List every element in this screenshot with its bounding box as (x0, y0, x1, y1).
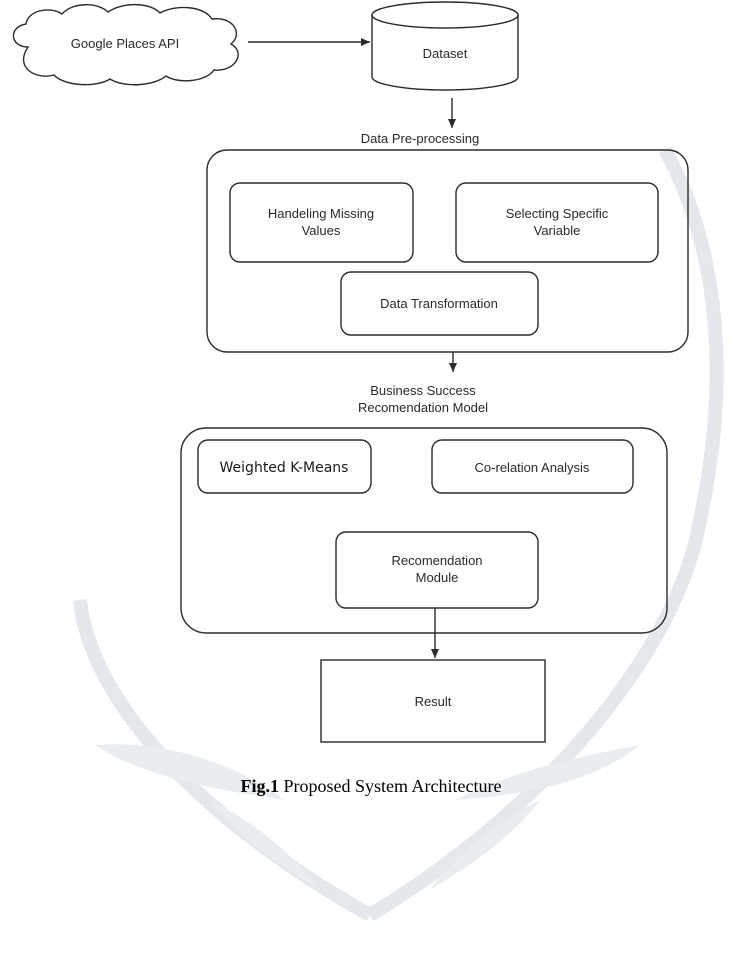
result-label: Result (415, 694, 452, 709)
data-transformation-box (340, 271, 539, 336)
caption-label: Fig.1 (240, 776, 280, 796)
missing-values-box (229, 182, 414, 263)
weighted-kmeans-label: Weighted K-Means (220, 460, 349, 476)
model-container (180, 427, 668, 634)
result-box (320, 659, 546, 743)
figure-caption: Fig.1 Proposed System Architecture (0, 776, 742, 797)
source-label: Google Places API (71, 36, 179, 51)
caption-text: Proposed System Architecture (283, 776, 502, 796)
correlation-box (431, 439, 634, 494)
dataset-label: Dataset (423, 46, 468, 61)
preprocessing-container (206, 149, 689, 353)
data-transformation-label: Data Transformation (380, 296, 498, 311)
recommendation-module-line2: Module (416, 570, 459, 585)
watermark-leaves (95, 744, 640, 890)
select-variable-line1: Selecting Specific (506, 206, 609, 221)
missing-values-line1: Handeling Missing (268, 206, 374, 221)
model-title-line1: Business Success (370, 383, 476, 398)
source-cloud (12, 3, 239, 86)
recommendation-module-line1: Recomendation (391, 553, 482, 568)
recommendation-module-box (335, 531, 539, 609)
preprocessing-title: Data Pre-processing (361, 131, 480, 146)
dataset-cylinder (371, 1, 519, 91)
missing-values-line2: Values (302, 223, 341, 238)
weighted-kmeans-box (197, 439, 372, 494)
correlation-label: Co-relation Analysis (475, 460, 590, 475)
model-title-line2: Recomendation Model (358, 400, 488, 415)
select-variable-box (455, 182, 659, 263)
select-variable-line2: Variable (534, 223, 581, 238)
